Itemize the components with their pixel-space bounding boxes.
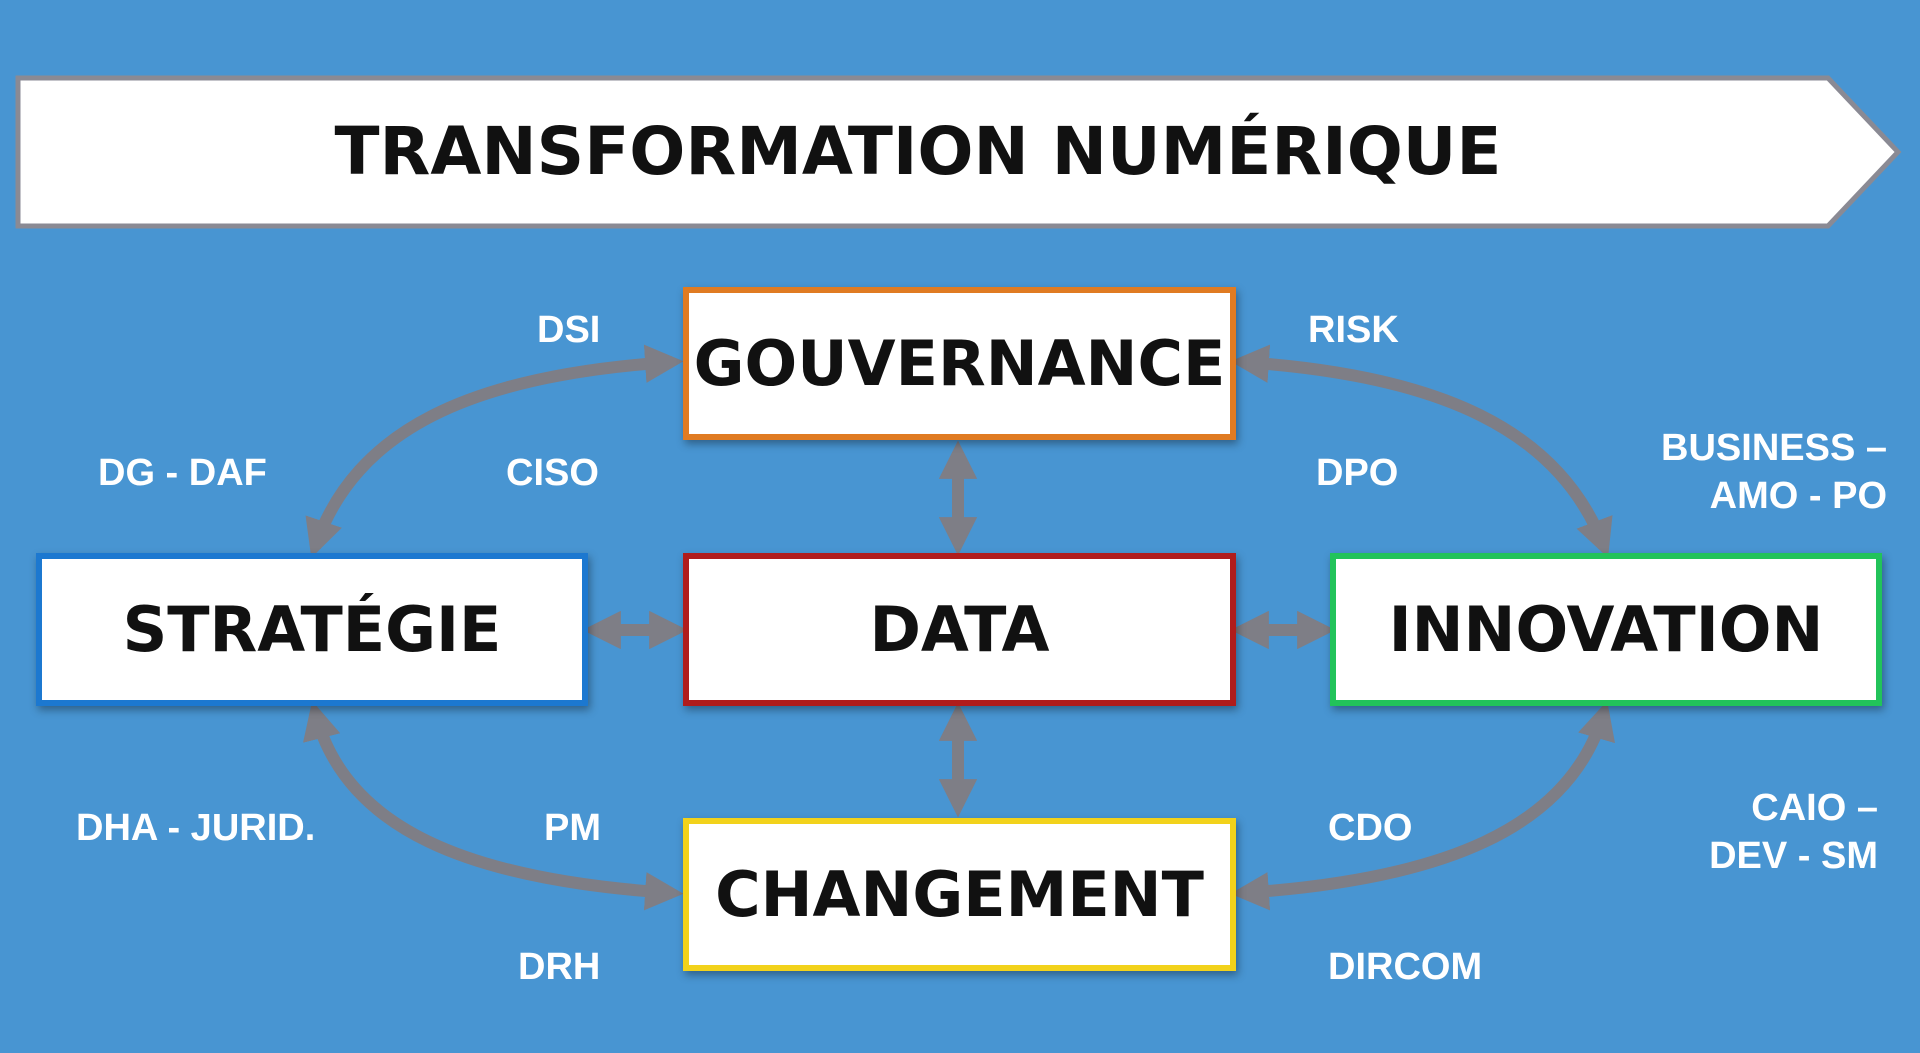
label-caio-line2: DEV - SM — [1709, 835, 1878, 877]
label-business-amo-po: BUSINESS – AMO - PO — [1661, 424, 1887, 520]
label-caio-line1: CAIO – — [1751, 787, 1878, 829]
box-gouvernance-label: GOUVERNANCE — [693, 327, 1226, 400]
box-data-label: DATA — [869, 593, 1050, 666]
label-drh: DRH — [518, 946, 601, 988]
box-innovation: INNOVATION — [1330, 553, 1882, 706]
arrow-gouvernance-innovation — [1230, 344, 1613, 558]
box-changement-label: CHANGEMENT — [715, 858, 1204, 931]
banner-arrow-shape — [15, 75, 1902, 229]
label-dg-daf: DG - DAF — [98, 452, 267, 494]
label-business-line1: BUSINESS – — [1661, 427, 1887, 469]
label-risk: RISK — [1308, 309, 1399, 351]
arrow-strategie-changement — [303, 700, 684, 911]
label-ciso: CISO — [506, 452, 599, 494]
label-dircom: DIRCOM — [1328, 946, 1483, 988]
box-innovation-label: INNOVATION — [1388, 593, 1824, 666]
label-dpo: DPO — [1316, 452, 1399, 494]
banner-title: TRANSFORMATION NUMÉRIQUE — [334, 112, 1502, 190]
arrow-innovation-changement — [1230, 700, 1615, 911]
box-data: DATA — [683, 553, 1236, 706]
box-strategie-label: STRATÉGIE — [122, 593, 502, 666]
box-strategie: STRATÉGIE — [36, 553, 588, 706]
label-business-line2: AMO - PO — [1709, 475, 1887, 517]
label-caio-dev-sm: CAIO – DEV - SM — [1709, 784, 1878, 880]
arrow-gouvernance-strategie — [305, 344, 684, 558]
box-gouvernance: GOUVERNANCE — [683, 287, 1236, 440]
label-dsi: DSI — [537, 309, 601, 351]
label-dha-jurid: DHA - JURID. — [76, 807, 316, 849]
label-cdo: CDO — [1328, 807, 1413, 849]
label-pm: PM — [544, 807, 601, 849]
box-changement: CHANGEMENT — [683, 818, 1236, 971]
